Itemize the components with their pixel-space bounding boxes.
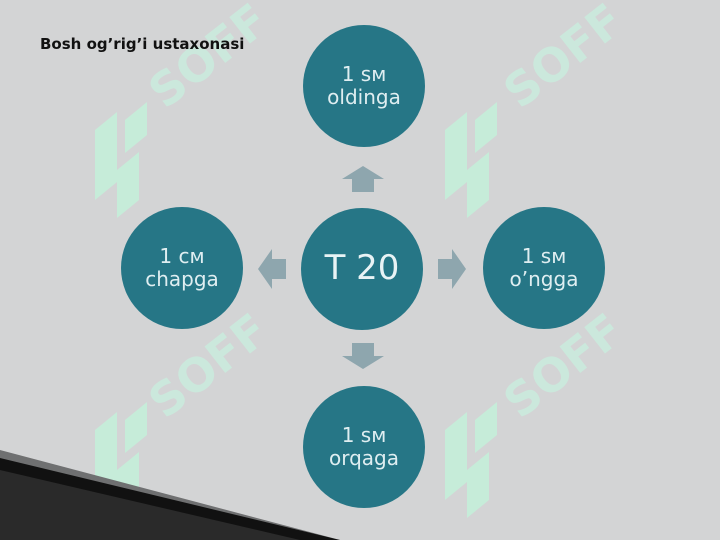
center-node: T 20 <box>301 208 423 330</box>
node-top-value: 1 sм <box>341 62 387 86</box>
node-left: 1 см chapga <box>121 207 243 329</box>
node-left-direction: chapga <box>145 267 219 291</box>
watermark-text-1: SOFF <box>139 0 279 119</box>
arrow-down <box>342 343 384 369</box>
node-right-direction: o’ngga <box>509 267 579 291</box>
arrow-up <box>342 166 384 192</box>
node-top-direction: oldinga <box>327 85 401 109</box>
arrow-left <box>258 249 286 289</box>
watermark-logo-4 <box>445 402 497 518</box>
center-label: T 20 <box>324 248 400 289</box>
node-bottom-value: 1 sм <box>341 423 387 447</box>
node-top: 1 sм oldinga <box>303 25 425 147</box>
watermark-text-2: SOFF <box>494 0 634 119</box>
watermark-logo-1 <box>95 102 147 218</box>
node-right: 1 sм o’ngga <box>483 207 605 329</box>
page-title: Bosh og’rig’i ustaxonasi <box>40 35 245 53</box>
node-right-value: 1 sм <box>521 244 567 268</box>
watermark-logo-2 <box>445 102 497 218</box>
node-left-value: 1 см <box>159 244 205 268</box>
node-bottom: 1 sм orqaga <box>303 386 425 508</box>
node-bottom-direction: orqaga <box>328 446 399 470</box>
arrow-right <box>438 249 466 289</box>
corner-decoration <box>0 450 340 540</box>
